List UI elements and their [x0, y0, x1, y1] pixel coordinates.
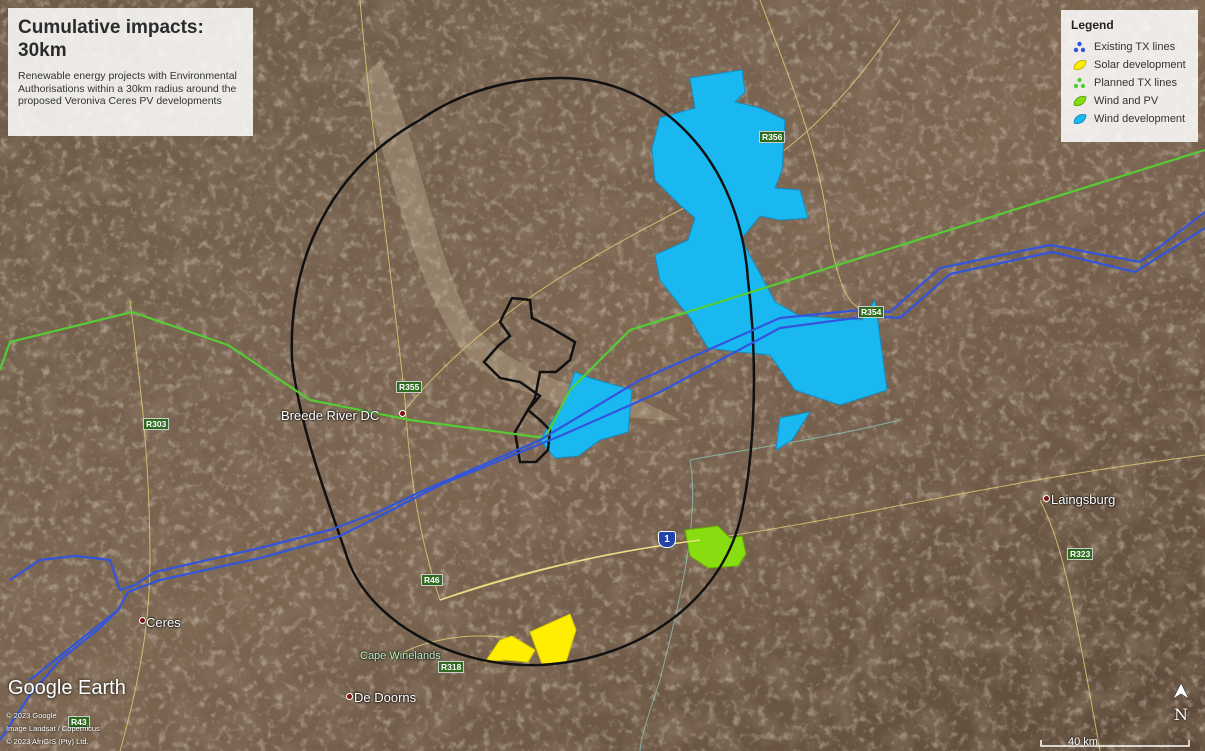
legend-title: Legend [1071, 18, 1114, 32]
scale-label: 40 km [1068, 736, 1098, 748]
n1-highway [439, 539, 701, 601]
place-ceres[interactable]: Ceres [146, 615, 181, 630]
legend-item-wind-pv: Wind and PV [1071, 92, 1188, 110]
legend-panel: Legend Existing TX lines Solar developme… [1061, 10, 1198, 142]
road-shield-r354: R354 [858, 306, 885, 318]
de-doorns-dot [346, 693, 353, 700]
north-arrow-icon [1172, 682, 1190, 700]
title-description: Renewable energy projects with Environme… [18, 70, 237, 107]
road-shield-r318: R318 [438, 661, 465, 673]
wind-development-icon [1073, 114, 1087, 124]
place-de-doorns[interactable]: De Doorns [354, 690, 417, 705]
breede-river-dot [399, 410, 406, 417]
road-shield-r356: R356 [759, 131, 786, 143]
road-shield-n1: 1 [658, 531, 676, 548]
credit-google: © 2023 Google [6, 711, 57, 720]
place-cape-winelands[interactable]: Cape Winelands [360, 650, 441, 662]
buffer-30km-circle [290, 76, 756, 667]
solar-developments [483, 613, 577, 665]
google-earth-logo: Google Earth [8, 677, 126, 699]
road-shield-r46: R46 [421, 574, 443, 586]
north-arrow[interactable]: N [1170, 682, 1192, 724]
planned-tx-lines-icon [1073, 77, 1086, 89]
legend-label: Existing TX lines [1094, 41, 1176, 53]
credit-afrigis: © 2023 AfriGIS (Pty) Ltd. [6, 737, 89, 746]
solar-development-west [483, 635, 536, 663]
scale-bar [1040, 740, 1190, 747]
road-shield-r43: R43 [68, 716, 90, 728]
legend-label: Wind and PV [1094, 95, 1159, 107]
place-laingsburg[interactable]: Laingsburg [1051, 492, 1116, 507]
credit-imagery: Image Landsat / Copernicus [6, 724, 100, 733]
wind-development-central [539, 371, 633, 459]
legend-item-solar: Solar development [1071, 56, 1188, 74]
legend-item-wind: Wind development [1071, 110, 1188, 128]
road-shield-r355: R355 [396, 381, 423, 393]
existing-tx-lines-icon [1073, 41, 1086, 53]
legend-label: Solar development [1094, 59, 1186, 71]
legend-item-planned-tx: Planned TX lines [1071, 74, 1188, 92]
place-breede-river-dc[interactable]: Breede River DC [281, 408, 380, 423]
road-shield-r323: R323 [1067, 548, 1094, 560]
wind-and-pv-icon [1073, 96, 1087, 106]
existing-tx-lines [0, 211, 1205, 741]
project-site-outline [482, 296, 577, 464]
title-panel: Cumulative impacts: 30km Renewable energ… [8, 8, 253, 136]
laingsburg-dot [1043, 495, 1050, 502]
wind-development-south-strip [775, 411, 812, 451]
page-title: Cumulative impacts: 30km [18, 17, 204, 61]
legend-label: Wind development [1094, 113, 1186, 125]
north-label: N [1174, 705, 1188, 724]
road-shield-r303: R303 [143, 418, 170, 430]
pale-valley [360, 60, 680, 420]
legend-item-existing-tx: Existing TX lines [1071, 38, 1188, 56]
solar-development-icon [1073, 60, 1087, 70]
wind-and-pv-site [684, 525, 747, 569]
ceres-dot [139, 617, 146, 624]
planned-tx-lines [0, 148, 1205, 440]
solar-development-east [529, 613, 577, 665]
legend-label: Planned TX lines [1094, 77, 1177, 89]
